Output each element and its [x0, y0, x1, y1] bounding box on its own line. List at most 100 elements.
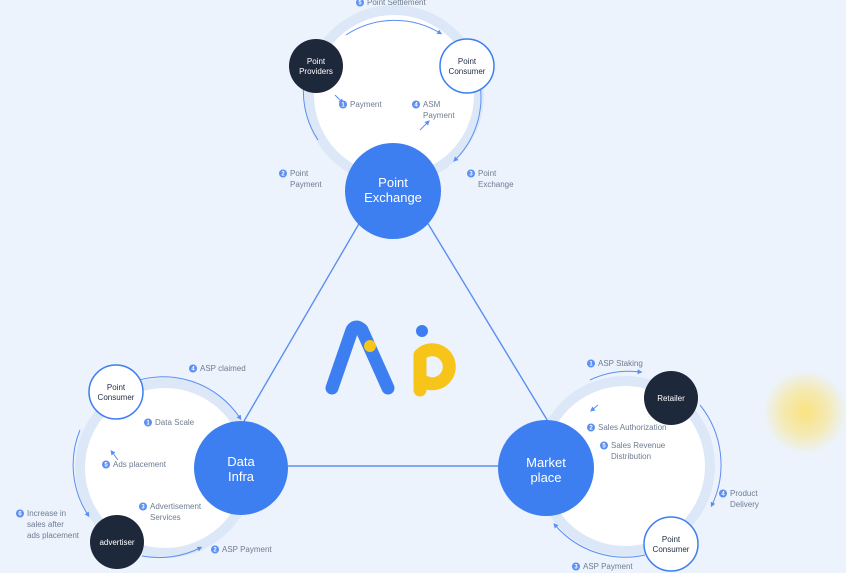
svg-text:Consumer: Consumer: [98, 393, 135, 402]
right-step-3: 3 ASP Payment: [572, 562, 633, 571]
left-step-2: 2 ASP Payment: [211, 545, 272, 554]
top-step-1: 1 Payment: [339, 100, 382, 109]
left-step-6: 6 Increase in sales after ads placement: [16, 509, 80, 540]
svg-text:Providers: Providers: [299, 67, 333, 76]
asp-logo-icon: [325, 320, 395, 395]
top-cluster-background: [304, 5, 484, 185]
left-cycle-arrow-payment: [141, 546, 203, 559]
right-cycle-arrow-staking: [589, 369, 643, 381]
top-step-3-number: 3: [469, 172, 473, 178]
node-right-point-consumer[interactable]: Point Consumer: [643, 516, 699, 572]
svg-text:Point: Point: [307, 57, 326, 66]
top-step-4-label: ASM: [423, 100, 441, 109]
hub-marketplace-line1: Market: [526, 455, 566, 470]
left-step-6-badge: [16, 509, 24, 518]
right-step-1-number: 1: [589, 362, 593, 368]
left-step-1-number: 1: [146, 421, 150, 427]
right-step-4-label: Product: [730, 489, 758, 498]
top-step-5-badge: [356, 0, 364, 7]
left-step-6-number: 6: [18, 512, 22, 518]
left-step-5-label: Ads placement: [113, 460, 167, 469]
top-step-1-label: Payment: [350, 100, 382, 109]
left-step-2-badge: [211, 545, 219, 554]
hub-data-infra[interactable]: Data Infra: [194, 421, 288, 515]
right-step-1-label: ASP Staking: [598, 359, 643, 368]
top-step-1-badge: [339, 100, 347, 109]
right-step-3-badge: [572, 562, 580, 571]
svg-text:Point: Point: [458, 57, 477, 66]
right-step-4-label: Delivery: [730, 500, 759, 509]
triangle-links: [239, 221, 553, 467]
right-step-2-number: 2: [589, 426, 593, 432]
left-step-2-number: 2: [213, 548, 217, 554]
yellow-glow-decoration: [763, 370, 846, 454]
top-inner-arrow-asm: [419, 120, 430, 131]
top-cycle-arrow-settlement: [345, 19, 443, 36]
left-step-6-label: Increase in: [27, 509, 66, 518]
top-step-4-number: 4: [414, 103, 418, 109]
svg-text:Retailer: Retailer: [657, 394, 685, 403]
left-step-3-label: Advertisement: [150, 502, 202, 511]
top-step-3-label: Point: [478, 169, 497, 178]
left-step-4-number: 4: [191, 367, 195, 373]
node-left-point-consumer[interactable]: Point Consumer: [88, 364, 144, 420]
right-cycle-arrow-delivery: [699, 404, 722, 508]
hub-point-exchange[interactable]: Point Exchange: [345, 143, 441, 239]
hub-marketplace[interactable]: Market place: [498, 420, 594, 516]
top-step-2-label: Payment: [290, 180, 322, 189]
node-top-point-consumer[interactable]: Point Consumer: [439, 38, 495, 94]
right-step-3-label: ASP Payment: [583, 562, 633, 571]
right-step-2-badge: [587, 423, 595, 432]
right-step-1-badge: [587, 359, 595, 368]
top-step-3-badge: [467, 169, 475, 178]
hub-data-infra-line2: Infra: [228, 469, 255, 484]
right-step-3-number: 3: [574, 565, 578, 571]
top-step-2-label: Point: [290, 169, 309, 178]
left-step-4: 4 ASP claimed: [189, 364, 246, 373]
left-cycle-arrow-increase: [72, 429, 90, 518]
left-step-2-label: ASP Payment: [222, 545, 272, 554]
svg-text:Point: Point: [107, 383, 126, 392]
left-step-5-badge: [102, 460, 110, 469]
right-inner-arrow-auth: [590, 404, 599, 412]
left-step-6-label: sales after: [27, 520, 64, 529]
left-step-6-label: ads placement: [27, 531, 80, 540]
left-step-3-label: Services: [150, 513, 181, 522]
left-step-5-number: 5: [104, 463, 108, 469]
node-retailer[interactable]: Retailer: [644, 371, 698, 425]
right-step-2: 2 Sales Authorization: [587, 423, 667, 432]
right-step-2-label: Sales Authorization: [598, 423, 667, 432]
right-step-4-badge: [719, 489, 727, 498]
left-step-4-label: ASP claimed: [200, 364, 246, 373]
left-cluster-background: [75, 378, 255, 558]
left-step-1-label: Data Scale: [155, 418, 195, 427]
right-step-5-label: Distribution: [611, 452, 651, 461]
right-step-1: 1 ASP Staking: [587, 359, 643, 368]
hub-data-infra-line1: Data: [227, 454, 255, 469]
node-advertiser[interactable]: advertiser: [90, 515, 144, 569]
top-step-3-label: Exchange: [478, 180, 514, 189]
top-step-1-number: 1: [341, 103, 345, 109]
hub-point-exchange-line1: Point: [378, 175, 408, 190]
top-step-4-badge: [412, 100, 420, 109]
inner-arrows: [110, 94, 599, 461]
top-step-2-badge: [279, 169, 287, 178]
hub-point-exchange-line2: Exchange: [364, 190, 422, 205]
node-point-providers[interactable]: Point Providers: [289, 39, 343, 93]
left-step-1: 1 Data Scale: [144, 418, 195, 427]
left-step-1-badge: [144, 418, 152, 427]
svg-text:Point: Point: [662, 535, 681, 544]
right-cycle-arrow-payment: [553, 523, 646, 558]
right-step-5-label: Sales Revenue: [611, 441, 666, 450]
right-step-4-number: 4: [721, 492, 725, 498]
asp-logo: [325, 320, 456, 397]
left-inner-arrow-ads: [110, 450, 119, 461]
left-cycle-arrow-claimed: [129, 376, 242, 421]
